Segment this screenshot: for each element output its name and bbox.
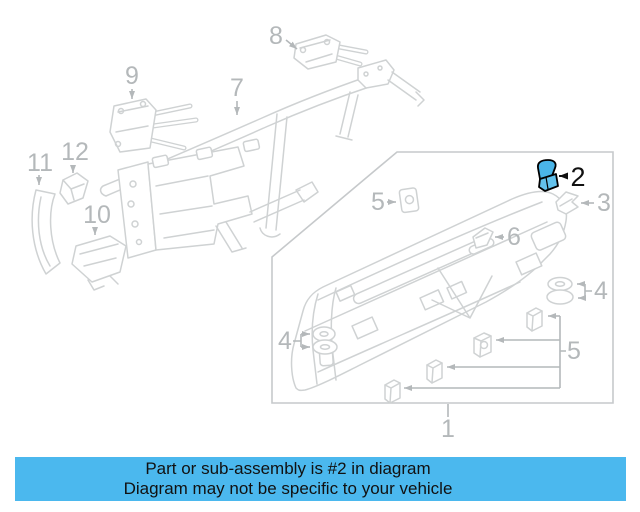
part-9-bracket xyxy=(109,98,199,153)
callout-label-6: 6 xyxy=(507,223,521,251)
callout-label-1: 1 xyxy=(441,415,455,443)
notice-banner: Part or sub-assembly is #2 in diagram Di… xyxy=(15,457,626,501)
center-strut xyxy=(259,113,288,238)
banner-line-2: Diagram may not be specific to your vehi… xyxy=(123,479,453,498)
carrier-bracket-cluster xyxy=(117,138,319,259)
clip-5-c xyxy=(426,359,443,384)
part-11-panel xyxy=(31,189,61,275)
callout-label-5-bottom: 5 xyxy=(567,337,581,365)
callout-label-11: 11 xyxy=(27,149,53,177)
banner-line-1: Part or sub-assembly is #2 in diagram xyxy=(145,459,431,478)
clip-5-d xyxy=(384,379,401,404)
clip-5-top xyxy=(398,187,420,214)
part-10-bracket xyxy=(71,235,127,291)
callout-label-9: 9 xyxy=(125,62,139,90)
cross-beam-assembly xyxy=(31,34,425,291)
highlighted-part-2: 2 xyxy=(536,159,586,192)
callout-label-4-right: 4 xyxy=(594,277,608,305)
callout-label-8: 8 xyxy=(269,22,283,50)
grommets-right xyxy=(546,276,574,305)
part-8-bracket xyxy=(293,34,369,70)
beam-part-7 xyxy=(99,75,373,197)
callout-label-10: 10 xyxy=(83,201,111,229)
callout-label-12: 12 xyxy=(61,138,89,166)
callout-label-3: 3 xyxy=(597,189,611,217)
parts-diagram: 9 7 8 11 12 10 xyxy=(27,22,614,443)
part-12-clip xyxy=(59,172,89,205)
clip-5-a xyxy=(526,307,543,332)
clip-5-b xyxy=(473,332,492,358)
instrument-panel-part-1 xyxy=(290,190,568,392)
fastener-clips xyxy=(312,187,579,404)
callout-label-2: 2 xyxy=(570,162,585,192)
callout-label-4-left: 4 xyxy=(278,327,292,355)
clip-3 xyxy=(555,191,579,215)
callout-label-5-top: 5 xyxy=(371,188,385,216)
notice-banner-text: Part or sub-assembly is #2 in diagram Di… xyxy=(15,459,561,499)
callout-label-7: 7 xyxy=(230,74,244,102)
grommets-left xyxy=(312,326,338,355)
box-callouts: 5 3 6 4 4 5 1 xyxy=(278,188,611,443)
cluster-opening xyxy=(530,221,567,251)
assembly-callouts: 9 7 8 11 12 10 xyxy=(27,22,298,235)
beam-end-bracket xyxy=(357,59,395,89)
